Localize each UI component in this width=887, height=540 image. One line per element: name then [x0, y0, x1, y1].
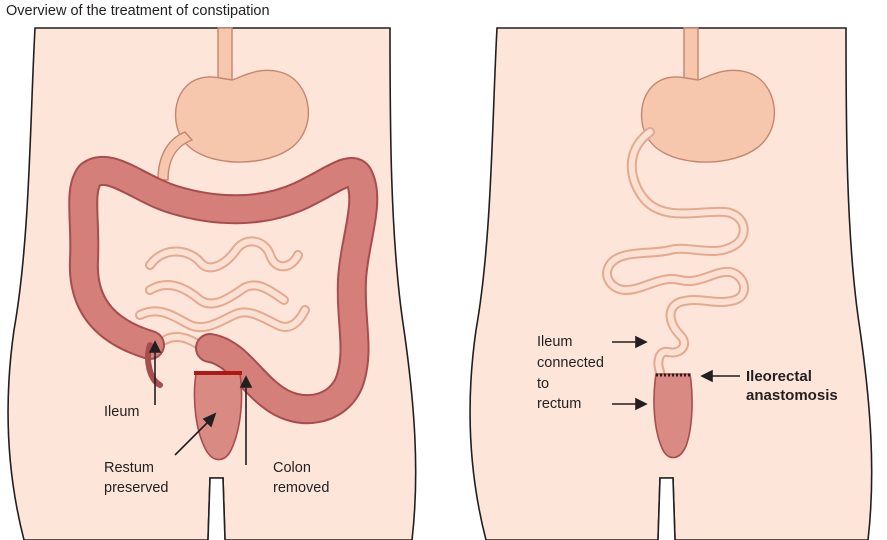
label-anastomosis-line2: anastomosis: [746, 386, 838, 406]
label-colon-line2: removed: [273, 478, 329, 498]
label-ileum-connected-line4: rectum: [537, 394, 581, 414]
label-ileum-connected-line2: connected: [537, 353, 604, 373]
label-colon-line1: Colon: [273, 458, 311, 478]
label-rectum-line1: Restum: [104, 458, 154, 478]
label-ileum-connected-line1: Ileum: [537, 332, 572, 352]
label-rectum-line2: preserved: [104, 478, 168, 498]
label-ileum: Ileum: [104, 402, 139, 422]
label-ileum-connected-line3: to: [537, 374, 549, 394]
label-anastomosis-line1: Ileorectal: [746, 367, 812, 387]
